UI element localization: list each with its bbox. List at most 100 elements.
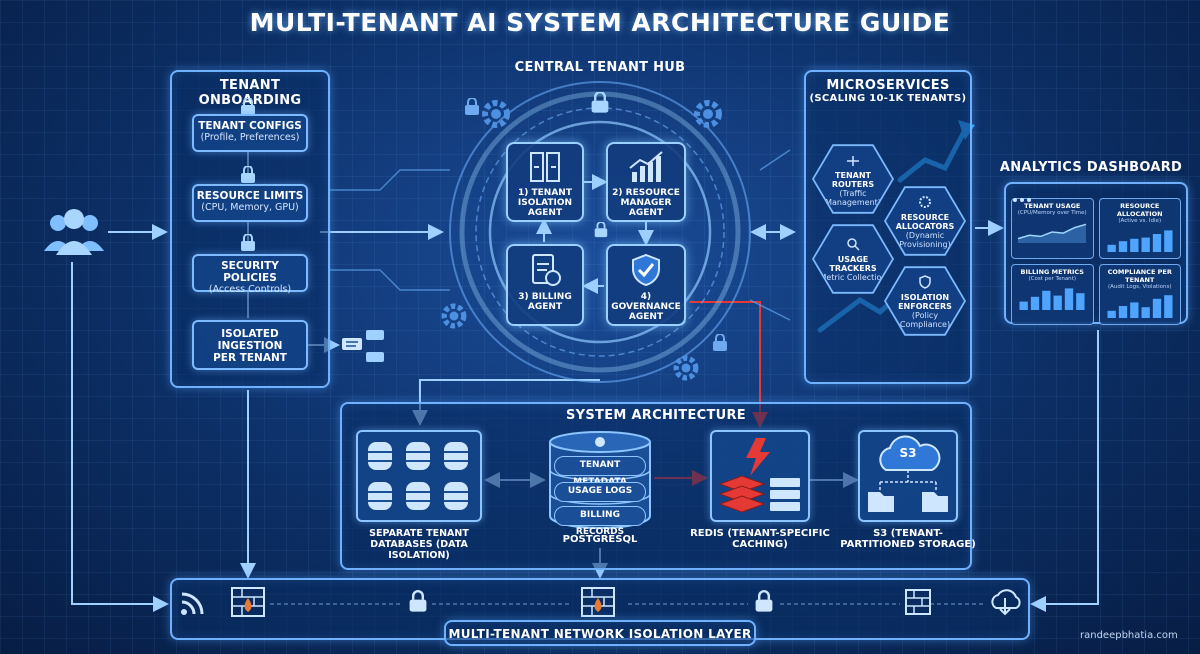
resource-manager-agent: 2) RESOURCE MANAGER AGENT <box>606 142 686 222</box>
tenant-routers-sub: (Traffic Management) <box>825 188 881 207</box>
resource-allocators-title: RESOURCE ALLOCATORS <box>895 212 955 231</box>
compliance-title: COMPLIANCE PER TENANT <box>1107 268 1172 284</box>
database-cluster-icon <box>368 442 468 510</box>
usage-trackers-sub: (Metric Collection) <box>816 273 890 282</box>
compliance-sub: (Audit Logs, Violations) <box>1108 284 1172 290</box>
gear-icon <box>690 96 726 136</box>
billing-metrics-chart <box>1019 288 1085 310</box>
central-hub-heading: CENTRAL TENANT HUB <box>514 60 686 75</box>
usage-trackers-hex: USAGE TRACKERS (Metric Collection) <box>812 224 894 294</box>
tenant-onboarding-heading: TENANT ONBOARDING <box>198 78 302 108</box>
brick-wall-icon <box>904 588 932 620</box>
isolated-ingestion-title: ISOLATED INGESTION PER TENANT <box>213 328 287 364</box>
usage-area <box>1018 224 1086 243</box>
window-dots-icon <box>1012 188 1042 207</box>
mini-bar <box>1118 241 1127 252</box>
tenant-databases-label: SEPARATE TENANT DATABASES (DATA ISOLATIO… <box>369 528 469 561</box>
page-title: MULTI-TENANT AI SYSTEM ARCHITECTURE GUID… <box>249 8 951 37</box>
tenant-usage-title: TENANT USAGE <box>1024 202 1081 210</box>
tenant-isolation-agent: 1) TENANT ISOLATION AGENT <box>506 142 584 222</box>
billing-agent: 3) BILLING AGENT <box>506 244 584 326</box>
mini-bar <box>1129 238 1138 252</box>
compliance-chart <box>1107 295 1172 318</box>
lock-icon <box>588 91 612 118</box>
analytics-heading: ANALYTICS DASHBOARD <box>999 160 1183 175</box>
wifi-icon <box>178 590 206 622</box>
network-isolation-label-box: MULTI-TENANT NETWORK ISOLATION LAYER <box>444 620 756 646</box>
resource-allocation-chart <box>1107 230 1172 252</box>
billing-metrics-sub: (Cost per Tenant) <box>1028 276 1076 282</box>
billing-metrics-title: BILLING METRICS <box>1020 268 1084 276</box>
tenant-configs-box: TENANT CONFIGS (Profile, Preferences) <box>192 114 308 152</box>
mini-bar <box>1053 295 1062 310</box>
security-policies-title: SECURITY POLICIES <box>221 260 279 284</box>
mini-bar <box>1141 307 1150 318</box>
tenant-routers-title: TENANT ROUTERS <box>831 170 875 189</box>
microservices-heading: MICROSERVICES <box>826 78 950 93</box>
watermark: randeepbhatia.com <box>1080 630 1178 641</box>
tenant-configs-title: TENANT CONFIGS <box>198 120 302 132</box>
s3-label: S3 (TENANT-PARTITIONED STORAGE) <box>840 528 976 550</box>
mini-bar <box>1042 290 1051 310</box>
usage-line <box>1017 223 1087 240</box>
governance-agent-label: 4) GOVERNANCE AGENT <box>611 292 681 322</box>
system-architecture-heading: SYSTEM ARCHITECTURE <box>566 408 746 423</box>
usage-logs-row: USAGE LOGS <box>554 482 646 502</box>
isolation-enforcers-sub: (Policy Compliance) <box>899 310 951 329</box>
resource-allocators-hex: RESOURCE ALLOCATORS (Dynamic Provisionin… <box>884 186 966 256</box>
lock-icon <box>752 590 776 618</box>
s3-badge: S3 <box>899 446 917 460</box>
mini-bar <box>1107 244 1116 252</box>
lock-icon <box>238 233 258 256</box>
mini-bar <box>1141 237 1150 252</box>
redis-box <box>710 430 810 522</box>
resource-allocators-sub: (Dynamic Provisioning) <box>899 230 951 249</box>
tenant-isolation-agent-label: 1) TENANT ISOLATION AGENT <box>517 188 573 218</box>
tenant-usage-sub: (CPU/Memory over Time) <box>1017 210 1087 216</box>
cloud-storage-icon <box>868 435 948 512</box>
postgresql-cylinder: TENANT METADATA USAGE LOGS BILLING RECOR… <box>546 430 654 537</box>
gear-icon <box>478 96 514 136</box>
compliance-widget: COMPLIANCE PER TENANT (Audit Logs, Viola… <box>1098 264 1181 325</box>
resource-allocation-widget: RESOURCE ALLOCATION (Active vs. Idle) <box>1098 198 1181 259</box>
redis-icon <box>718 438 800 513</box>
lock-icon <box>406 590 430 618</box>
door-icon <box>508 150 582 188</box>
mini-bar <box>1163 295 1172 318</box>
billing-agent-label: 3) BILLING AGENT <box>518 292 572 312</box>
mini-bar <box>1019 301 1028 310</box>
gear-icon <box>670 352 702 388</box>
mini-bar <box>1076 293 1085 310</box>
resource-allocation-title: RESOURCE ALLOCATION <box>1116 202 1163 218</box>
resource-limits-sub: (CPU, Memory, GPU) <box>201 202 299 213</box>
shield-check-icon <box>608 252 684 292</box>
resource-limits-title: RESOURCE LIMITS <box>196 190 304 202</box>
tenant-databases-box <box>356 430 482 522</box>
mini-bar <box>1107 310 1116 318</box>
mini-bar <box>1129 302 1138 318</box>
microservices-subheading: (SCALING 10-1K TENANTS) <box>809 93 967 104</box>
tenant-usage-chart <box>1017 223 1087 243</box>
governance-agent: 4) GOVERNANCE AGENT <box>606 244 686 326</box>
security-policies-sub: (Access Controls) <box>208 284 292 295</box>
firewall-icon <box>230 586 266 622</box>
security-policies-box: SECURITY POLICIES (Access Controls) <box>192 254 308 295</box>
billing-metrics-widget: BILLING METRICS (Cost per Tenant) <box>1011 264 1094 325</box>
users-icon <box>40 205 108 261</box>
mini-bar <box>1152 234 1161 252</box>
growth-chart-icon <box>608 150 684 188</box>
data-packets-icon <box>340 326 392 372</box>
lock-icon <box>462 97 482 120</box>
mini-bar <box>1030 296 1040 310</box>
isolation-enforcers-hex: ISOLATION ENFORCERS (Policy Compliance) <box>884 266 966 336</box>
redis-label: REDIS (TENANT-SPECIFIC CACHING) <box>690 528 830 550</box>
mini-bar <box>1163 230 1172 252</box>
mini-bar <box>1064 288 1074 310</box>
mini-bar <box>1152 298 1161 318</box>
isolation-enforcers-title: ISOLATION ENFORCERS <box>898 292 952 311</box>
gear-icon <box>918 194 932 213</box>
postgresql-label: POSTGRESQL <box>562 534 638 545</box>
usage-trackers-title: USAGE TRACKERS <box>829 255 877 273</box>
invoice-icon <box>508 252 582 292</box>
isolated-ingestion-box: ISOLATED INGESTION PER TENANT <box>192 320 308 370</box>
